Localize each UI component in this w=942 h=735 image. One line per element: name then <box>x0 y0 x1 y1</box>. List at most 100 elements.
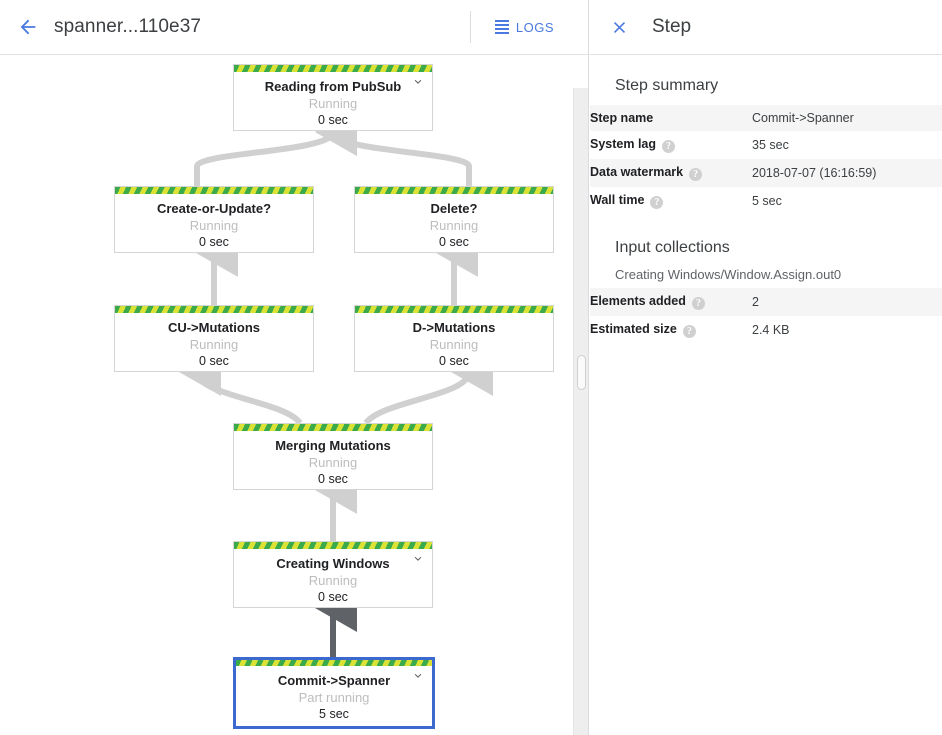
node-time: 5 sec <box>319 707 349 721</box>
help-icon[interactable]: ? <box>682 325 696 338</box>
row-key-label: Estimated size <box>590 322 677 336</box>
logs-list-icon <box>494 20 509 34</box>
node-time: 0 sec <box>199 354 229 368</box>
node-status-stripe <box>234 542 432 549</box>
panel-content: Step summary Step name Commit->Spanner S… <box>590 55 942 344</box>
graph-node-commit-spanner[interactable]: Commit->Spanner Part running 5 sec <box>233 657 435 729</box>
row-value: 2018-07-07 (16:16:59) <box>752 166 877 180</box>
node-status: Running <box>429 337 479 352</box>
input-collections-table: Elements added? 2 Estimated size? 2.4 KB <box>590 288 942 344</box>
graph-node-reading-from-pubsub[interactable]: Reading from PubSub Running 0 sec <box>233 64 433 131</box>
node-body: Delete? Running 0 sec <box>355 194 553 251</box>
node-title: Create-or-Update? <box>156 201 272 216</box>
graph-edges <box>179 107 494 657</box>
panel-header: Step <box>590 0 942 55</box>
table-row: Estimated size? 2.4 KB <box>590 316 942 344</box>
input-collections-heading: Input collections <box>615 239 730 256</box>
step-summary-heading: Step summary <box>615 77 719 94</box>
node-status-stripe <box>355 306 553 313</box>
step-details-panel: Step Step summary Step name Commit->Span… <box>590 0 942 735</box>
node-time: 0 sec <box>439 235 469 249</box>
node-status: Running <box>429 218 479 233</box>
node-status-stripe <box>236 660 432 666</box>
node-body: Create-or-Update? Running 0 sec <box>115 194 313 251</box>
node-body: D->Mutations Running 0 sec <box>355 313 553 370</box>
graph-node-d-mutations[interactable]: D->Mutations Running 0 sec <box>354 305 554 372</box>
logs-button[interactable]: LOGS <box>485 12 564 43</box>
row-value: 5 sec <box>752 194 782 208</box>
node-body: Creating Windows Running 0 sec <box>234 549 432 606</box>
help-icon[interactable]: ? <box>691 297 705 310</box>
step-summary-table: Step name Commit->Spanner System lag? 35… <box>590 105 942 215</box>
row-key-label: System lag <box>590 137 657 151</box>
graph-node-cu-mutations[interactable]: CU->Mutations Running 0 sec <box>114 305 314 372</box>
row-key: Data watermark? <box>590 159 752 187</box>
node-status-stripe <box>234 424 432 431</box>
node-time: 0 sec <box>199 235 229 249</box>
node-title: Reading from PubSub <box>264 79 402 94</box>
graph-toolbar: spanner...110e37 LOGS <box>0 0 588 55</box>
node-status: Running <box>308 96 358 111</box>
row-key-label: Elements added <box>590 294 686 308</box>
node-status-stripe <box>355 187 553 194</box>
node-status: Running <box>308 455 358 470</box>
node-time: 0 sec <box>318 590 348 604</box>
node-title: D->Mutations <box>412 320 496 335</box>
table-row: Data watermark? 2018-07-07 (16:16:59) <box>590 159 942 187</box>
node-body: CU->Mutations Running 0 sec <box>115 313 313 370</box>
arrow-back-icon[interactable] <box>8 7 48 47</box>
row-key: Step name <box>590 105 752 131</box>
job-graph-pane: spanner...110e37 LOGS <box>0 0 589 735</box>
graph-node-creating-windows[interactable]: Creating Windows Running 0 sec <box>233 541 433 608</box>
node-status-stripe <box>234 65 432 72</box>
page-title: spanner...110e37 <box>54 16 202 37</box>
close-icon[interactable] <box>600 8 638 46</box>
graph-node-delete[interactable]: Delete? Running 0 sec <box>354 186 554 253</box>
help-icon[interactable]: ? <box>662 140 676 153</box>
row-value: Commit->Spanner <box>752 111 854 125</box>
node-title: CU->Mutations <box>167 320 261 335</box>
node-status: Running <box>308 573 358 588</box>
node-body: Commit->Spanner Part running 5 sec <box>236 666 432 723</box>
node-status: Running <box>189 337 239 352</box>
node-status: Part running <box>298 690 370 705</box>
node-time: 0 sec <box>439 354 469 368</box>
row-key: System lag? <box>590 131 752 159</box>
table-row: System lag? 35 sec <box>590 131 942 159</box>
graph-vertical-scrollbar[interactable] <box>573 88 588 735</box>
row-value: 2.4 KB <box>752 323 790 337</box>
graph-node-create-or-update[interactable]: Create-or-Update? Running 0 sec <box>114 186 314 253</box>
row-key: Wall time? <box>590 187 752 215</box>
logs-button-label: LOGS <box>515 19 554 35</box>
chevron-down-icon[interactable] <box>411 669 425 683</box>
help-icon[interactable]: ? <box>689 168 703 181</box>
panel-title: Step <box>652 16 692 37</box>
node-title: Commit->Spanner <box>277 673 391 688</box>
help-icon[interactable]: ? <box>650 196 664 209</box>
node-status: Running <box>189 218 239 233</box>
row-value: 2 <box>752 295 759 309</box>
section-spacer <box>590 215 942 239</box>
toolbar-divider <box>469 11 471 43</box>
node-title: Merging Mutations <box>275 438 391 453</box>
input-collection-name: Creating Windows/Window.Assign.out0 <box>615 267 842 282</box>
node-body: Merging Mutations Running 0 sec <box>234 431 432 488</box>
table-row: Elements added? 2 <box>590 288 942 316</box>
node-time: 0 sec <box>318 113 348 127</box>
row-key-label: Step name <box>590 111 654 125</box>
graph-node-merging-mutations[interactable]: Merging Mutations Running 0 sec <box>233 423 433 490</box>
row-value: 35 sec <box>752 138 789 152</box>
chevron-down-icon[interactable] <box>411 552 425 566</box>
row-key: Estimated size? <box>590 316 752 344</box>
node-status-stripe <box>115 187 313 194</box>
row-key-label: Wall time <box>590 193 645 207</box>
table-row: Wall time? 5 sec <box>590 187 942 215</box>
graph-canvas[interactable]: Reading from PubSub Running 0 sec Create… <box>0 56 588 735</box>
node-status-stripe <box>115 306 313 313</box>
node-time: 0 sec <box>318 472 348 486</box>
scrollbar-thumb[interactable] <box>577 355 586 390</box>
chevron-down-icon[interactable] <box>411 75 425 89</box>
row-key: Elements added? <box>590 288 752 316</box>
node-title: Delete? <box>430 201 478 216</box>
